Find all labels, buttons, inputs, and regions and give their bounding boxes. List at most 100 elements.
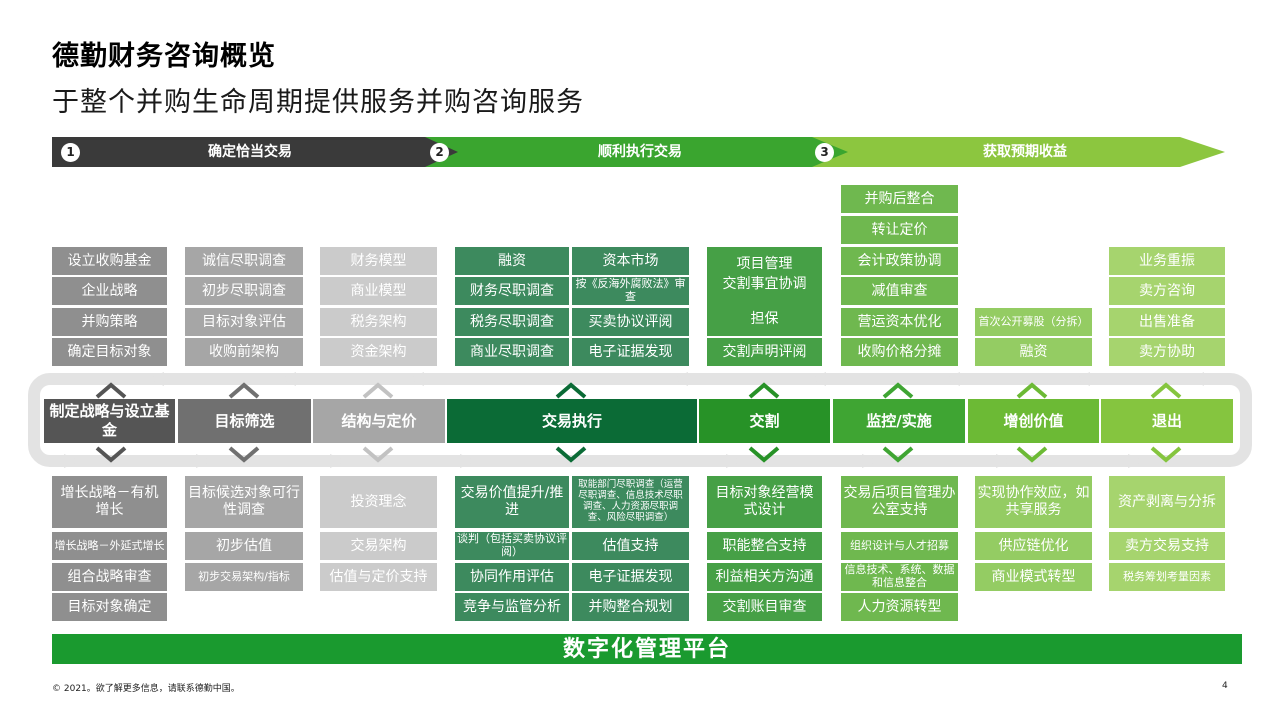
stage-structure-pricing: 结构与定价 [313,399,445,443]
forward-arrow [196,454,212,468]
service-cell: 目标对象确定 [52,593,167,621]
page-number: 4 [1222,681,1228,691]
chevron-up-icon [555,382,587,399]
cycle-track [28,372,1252,468]
chevron-up-icon [882,382,914,399]
back-arrow [148,372,164,386]
service-cell: 减值审查 [841,277,958,305]
back-arrow [408,372,424,386]
back-arrow [672,372,688,386]
service-cell: 并购整合规划 [572,593,689,621]
service-cell: 首次公开募股（分拆） [975,308,1092,336]
service-cell: 职能整合支持 [707,532,822,560]
chevron-up-icon [95,382,127,399]
service-cell: 交割账目审查 [707,593,822,621]
back-arrow [944,372,960,386]
service-cell: 并购策略 [52,308,167,336]
service-cell: 会计政策协调 [841,247,958,275]
chevron-up-icon [228,382,260,399]
chevron-down-icon [362,446,394,463]
chevron-up-icon [1016,382,1048,399]
service-cell: 资产剥离与分拆 [1109,476,1225,528]
service-cell: 供应链优化 [975,532,1092,560]
service-cell: 投资理念 [320,476,437,528]
phase-number-3: 3 [815,143,834,162]
back-arrow [1074,372,1090,386]
phase-arrow-1 [52,137,458,167]
stage-value-creation: 增创价值 [968,399,1099,443]
chevron-up-icon [1150,382,1182,399]
service-cell: 电子证据发现 [572,338,689,366]
lower-forward-arrows [64,454,1144,468]
service-cell: 电子证据发现 [572,563,689,591]
forward-arrow [330,454,346,468]
forward-arrow [996,454,1012,468]
chevron-down-icon [1150,446,1182,463]
service-cell: 税务尽职调查 [455,308,569,336]
page-subtitle: 于整个并购生命周期提供服务并购咨询服务 [52,87,584,118]
service-cell-group: 项目管理 交割事宜协调 担保 [707,247,822,336]
stage-chevrons [95,382,1182,463]
forward-arrow [862,454,878,468]
service-cell: 目标对象经营模式设计 [707,476,822,528]
service-cell: 卖方交易支持 [1109,532,1225,560]
service-cell: 企业战略 [52,277,167,305]
service-cell: 项目管理 [736,256,793,273]
phase-arrow-3 [800,137,1225,167]
back-arrow [280,372,296,386]
phase-number-1: 1 [61,143,80,162]
service-cell: 商业模式转型 [975,563,1092,591]
chevron-down-icon [228,446,260,463]
service-cell: 担保 [750,310,779,327]
stage-exit: 退出 [1101,399,1233,443]
service-cell: 初步交易架构/指标 [185,563,303,591]
chevron-up-icon [748,382,780,399]
service-cell: 税务筹划考量因素 [1109,563,1225,591]
service-cell: 人力资源转型 [841,593,958,621]
service-cell: 交易价值提升/推进 [455,476,569,528]
service-cell: 转让定价 [841,216,958,244]
service-cell: 业务重振 [1109,247,1225,275]
service-cell: 出售准备 [1109,308,1225,336]
upper-return-arrows [148,372,1204,386]
service-cell: 资本市场 [572,247,689,275]
service-cell: 卖方咨询 [1109,277,1225,305]
service-cell: 增长战略－外延式增长 [52,532,167,560]
service-cell: 组织设计与人才招募 [841,532,958,560]
service-cell: 交割声明评阅 [707,338,822,366]
service-cell: 信息技术、系统、数据和信息整合 [841,563,958,591]
forward-arrow [1128,454,1144,468]
page-title: 德勤财务咨询概览 [52,41,276,72]
service-cell: 利益相关方沟通 [707,563,822,591]
service-cell: 商业模型 [320,277,437,305]
service-cell: 收购价格分摊 [841,338,958,366]
service-cell: 交割事宜协调 [722,276,807,293]
service-cell: 并购后整合 [841,185,958,213]
service-cell: 谈判（包括买卖协议评阅） [455,532,569,560]
stage-target-screening: 目标筛选 [178,399,311,443]
service-cell: 实现协作效应，如共享服务 [975,476,1092,528]
digital-platform-bar: 数字化管理平台 [52,634,1242,664]
back-arrow [810,372,826,386]
stage-monitoring: 监控/实施 [833,399,965,443]
forward-arrow [64,454,80,468]
service-cell: 目标候选对象可行性调查 [185,476,303,528]
chevron-down-icon [555,446,587,463]
stage-strategy-fund: 制定战略与设立基金 [44,399,175,443]
phase-label-1: 确定恰当交易 [208,144,292,160]
service-cell: 设立收购基金 [52,247,167,275]
service-cell: 估值支持 [572,532,689,560]
service-cell: 资金架构 [320,338,437,366]
service-cell: 商业尽职调查 [455,338,569,366]
service-cell: 确定目标对象 [52,338,167,366]
service-cell: 融资 [975,338,1092,366]
service-cell: 目标对象评估 [185,308,303,336]
chevron-down-icon [1016,446,1048,463]
service-cell: 财务模型 [320,247,437,275]
service-cell: 交易架构 [320,532,437,560]
service-cell: 收购前架构 [185,338,303,366]
back-arrow [1190,372,1204,386]
service-cell: 融资 [455,247,569,275]
stage-closing: 交割 [699,399,830,443]
service-cell: 财务尽职调查 [455,277,569,305]
